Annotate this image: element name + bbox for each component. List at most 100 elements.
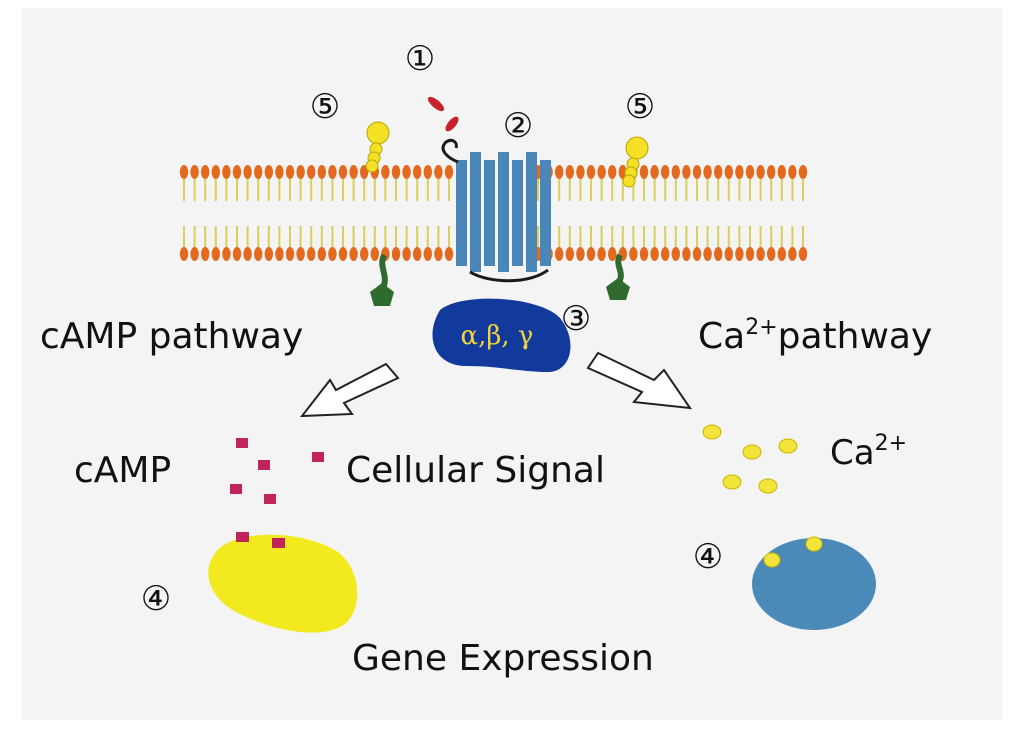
lipid-head <box>735 247 744 261</box>
lipid-head <box>232 247 242 261</box>
lipid-head <box>201 165 210 179</box>
ligand-piece <box>445 116 459 132</box>
lipid-head <box>370 247 379 261</box>
lipid-head <box>307 247 316 261</box>
cellular-signal-label: Cellular Signal <box>346 450 605 491</box>
lipid-head <box>413 247 422 261</box>
lipid-head <box>639 247 649 261</box>
ligand <box>427 96 459 132</box>
camp-square <box>236 532 249 542</box>
lipid-head <box>179 165 189 179</box>
calcium-dot <box>758 478 778 494</box>
lipid-head <box>338 165 348 179</box>
channel-right <box>606 136 649 300</box>
lipid-head <box>434 247 443 261</box>
marker-4-left: ④ <box>141 579 171 619</box>
ca-pathway-prefix: Ca <box>698 316 745 357</box>
ca-pathway-superscript: 2+ <box>745 315 777 340</box>
lipid-head <box>703 247 712 261</box>
marker-1: ① <box>405 39 435 79</box>
camp-square <box>230 484 242 494</box>
lipid-head <box>576 247 585 261</box>
channel-pentagon <box>370 283 394 306</box>
lipid-head <box>222 165 231 179</box>
camp-square <box>312 452 324 462</box>
lipid-head <box>798 165 808 179</box>
ca-ion-superscript: 2+ <box>875 431 907 456</box>
lipid-head <box>296 247 305 261</box>
lipid-head <box>650 247 659 261</box>
lipid-head <box>586 247 596 261</box>
marker-4-right: ④ <box>693 537 723 577</box>
lipid-head <box>745 165 755 179</box>
gene-expression-label: Gene Expression <box>352 638 654 679</box>
channel-head <box>625 136 649 160</box>
lipid-head <box>423 165 432 179</box>
camp-square <box>258 460 270 470</box>
calcium-dot <box>763 552 781 568</box>
lipid-head <box>555 165 564 179</box>
receptor-n-terminus <box>441 138 459 164</box>
lipid-head <box>444 247 454 261</box>
lipid-head <box>745 247 755 261</box>
lipid-head <box>650 165 659 179</box>
lipid-head <box>402 247 411 261</box>
lipid-head <box>788 247 797 261</box>
lipid-head <box>211 165 220 179</box>
lipid-head <box>264 247 273 261</box>
marker-3: ③ <box>561 299 591 339</box>
lipid-head <box>576 165 585 179</box>
marker-5-left: ⑤ <box>310 87 340 127</box>
lipid-head <box>243 165 252 179</box>
calcium-dot <box>722 474 742 490</box>
lipid-head <box>555 247 564 261</box>
lipid-head <box>349 165 358 179</box>
lipid-head <box>586 165 596 179</box>
lipid-head <box>724 165 733 179</box>
lipid-head <box>190 247 199 261</box>
lipid-head <box>179 247 189 261</box>
lipid-head <box>243 247 252 261</box>
ligand-piece <box>427 96 445 112</box>
lipid-head <box>317 247 326 261</box>
lipid-head <box>391 165 401 179</box>
lipid-head <box>735 165 744 179</box>
lipid-head <box>703 165 712 179</box>
lipid-head <box>608 165 617 179</box>
lipid-head <box>423 247 432 261</box>
lipid-head <box>296 165 305 179</box>
camp-square <box>272 538 285 548</box>
g-protein <box>432 298 571 372</box>
lipid-head <box>661 247 670 261</box>
lipid-head <box>661 165 670 179</box>
lipid-head <box>360 247 369 261</box>
receptor-c-terminus <box>469 268 549 283</box>
lipid-head <box>275 247 284 261</box>
lipid-head <box>254 165 263 179</box>
ca-ion-label: Ca2+ <box>830 431 907 473</box>
lipid-head <box>565 247 574 261</box>
calcium-dot <box>702 424 722 440</box>
nucleus-yellow <box>208 534 358 633</box>
receptor-helix <box>498 152 509 272</box>
lipid-head <box>597 247 606 261</box>
lipid-head <box>767 247 776 261</box>
lipid-head <box>381 165 390 179</box>
lipid-head <box>349 247 358 261</box>
camp-pathway-label: cAMP pathway <box>40 316 303 357</box>
lipid-head <box>285 165 295 179</box>
receptor-helix <box>484 160 495 266</box>
lipid-head <box>671 165 680 179</box>
lipid-head <box>317 165 326 179</box>
camp-label: cAMP <box>74 450 171 491</box>
arrow-to-camp <box>299 362 400 418</box>
gpcr-receptor <box>441 138 551 283</box>
lipid-head <box>682 165 691 179</box>
lipid-head <box>756 247 765 261</box>
channel-pentagon <box>606 278 630 300</box>
lipid-head <box>714 247 723 261</box>
lipid-head <box>307 165 316 179</box>
lipid-head <box>565 165 574 179</box>
lipid-head <box>608 247 617 261</box>
lipid-head <box>639 165 649 179</box>
